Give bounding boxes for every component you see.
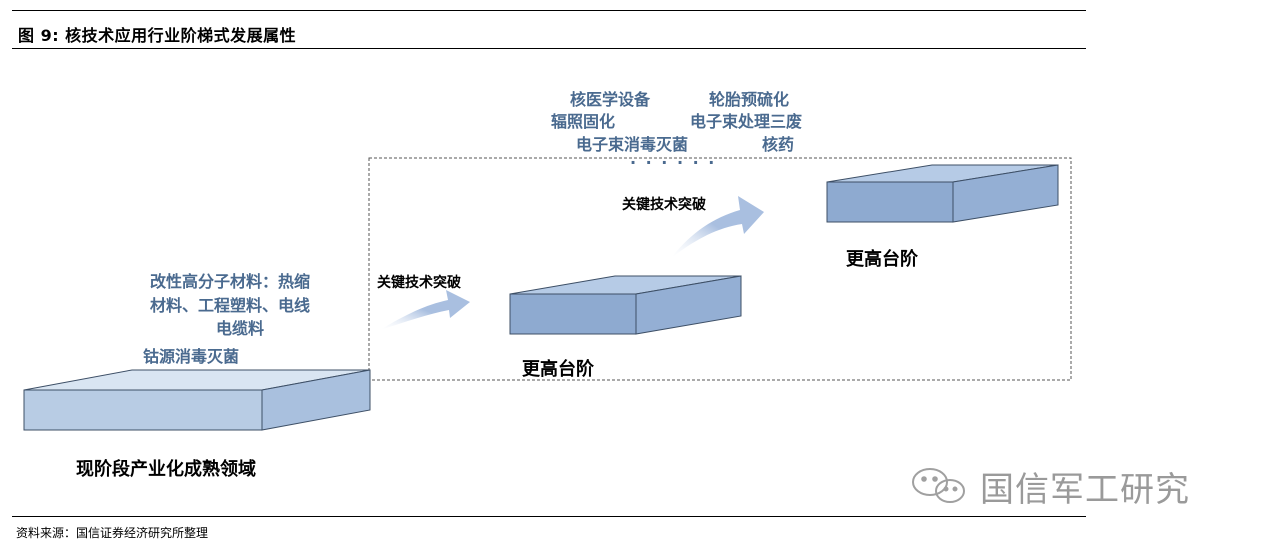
title-rule bbox=[12, 48, 1086, 49]
step2-app-left-3: 电子束消毒灭菌 bbox=[576, 135, 689, 154]
base-app-line-2: 材料、工程塑料、电线 bbox=[150, 296, 311, 315]
base-app-line-1: 改性高分子材料：热缩 bbox=[150, 272, 311, 291]
figure-title: 图 9: 核技术应用行业阶梯式发展属性 bbox=[18, 26, 297, 45]
step2-label: 更高台阶 bbox=[846, 249, 918, 270]
bottom-rule bbox=[12, 516, 1086, 517]
step1-arrow-label: 关键技术突破 bbox=[377, 275, 461, 291]
step2-ellipsis: · · · · · · bbox=[630, 153, 717, 172]
step2-app-left-1: 核医学设备 bbox=[570, 90, 651, 109]
watermark-text: 国信军工研究 bbox=[980, 470, 1190, 510]
base-app-line-4: 钴源消毒灭菌 bbox=[143, 347, 240, 366]
top-rule bbox=[12, 10, 1086, 11]
base-label: 现阶段产业化成熟领域 bbox=[76, 459, 256, 480]
base-platform-box bbox=[23, 369, 371, 431]
wechat-icon bbox=[912, 468, 965, 503]
step1-box bbox=[509, 275, 742, 335]
breakthrough-arrow-2 bbox=[671, 196, 764, 258]
breakthrough-arrow-1 bbox=[380, 290, 470, 330]
higher-step-region bbox=[368, 157, 1072, 381]
step1-label: 更高台阶 bbox=[522, 359, 594, 380]
step2-box bbox=[826, 164, 1059, 223]
step2-app-right-1: 轮胎预硫化 bbox=[709, 90, 790, 109]
step2-arrow-label: 关键技术突破 bbox=[622, 197, 706, 213]
step2-app-right-2: 电子束处理三废 bbox=[690, 112, 803, 131]
base-app-line-3: 电缆料 bbox=[216, 319, 265, 338]
source-note: 资料来源：国信证券经济研究所整理 bbox=[16, 526, 209, 540]
step2-app-right-3: 核药 bbox=[762, 135, 795, 154]
step2-app-left-2: 辐照固化 bbox=[551, 112, 616, 131]
